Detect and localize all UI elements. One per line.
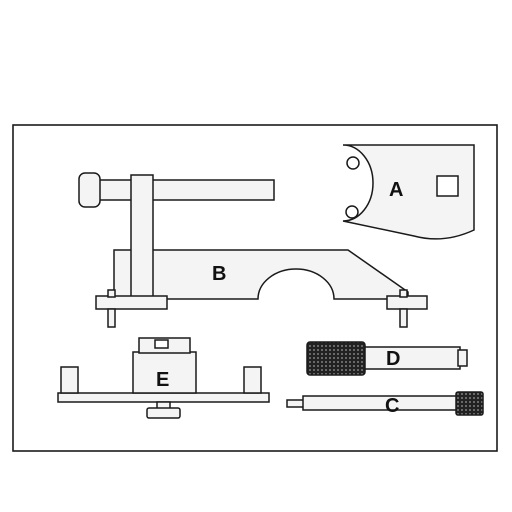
- label-c: C: [385, 395, 399, 417]
- tool-b-left-pin-top: [107, 289, 116, 298]
- label-d: D: [386, 348, 400, 370]
- tool-c-pin: [286, 391, 484, 416]
- tool-e-base-bar: [57, 392, 270, 403]
- tool-b-right-pin-top: [399, 289, 408, 298]
- tool-a-body: [342, 144, 475, 240]
- tool-d-pin: [306, 341, 468, 376]
- tool-e-left-post: [60, 366, 79, 394]
- tool-c-knurled-grip: [455, 391, 484, 416]
- tool-a-plate: [342, 144, 475, 240]
- tool-c-shaft: [302, 395, 459, 411]
- tool-a-hole-bottom: [345, 205, 359, 219]
- tool-b-right-pin: [399, 308, 408, 328]
- tool-e-collar-slot: [154, 339, 169, 349]
- tool-b-screw-shaft: [95, 179, 275, 201]
- tool-a-square-hole: [436, 175, 459, 197]
- tool-b-column: [130, 174, 154, 301]
- tool-b-left-pin: [107, 308, 116, 328]
- tool-b-screw-knob: [78, 172, 101, 208]
- tool-e-knob: [146, 407, 181, 419]
- tool-b-bridge: [113, 249, 409, 300]
- tool-e-right-post: [243, 366, 262, 394]
- tool-d-shaft: [363, 346, 461, 370]
- tool-e-holder: [57, 337, 270, 419]
- tool-b-puller: [78, 172, 428, 328]
- tool-b-left-foot: [95, 295, 168, 310]
- label-a: A: [389, 179, 403, 201]
- tool-d-tip: [457, 349, 468, 367]
- label-e: E: [156, 369, 169, 391]
- tool-d-knurled-grip: [306, 341, 366, 376]
- tool-e-center-block: [132, 351, 197, 394]
- tool-a-hole-top: [346, 156, 360, 170]
- label-b: B: [212, 263, 226, 285]
- tool-b-right-foot: [386, 295, 428, 310]
